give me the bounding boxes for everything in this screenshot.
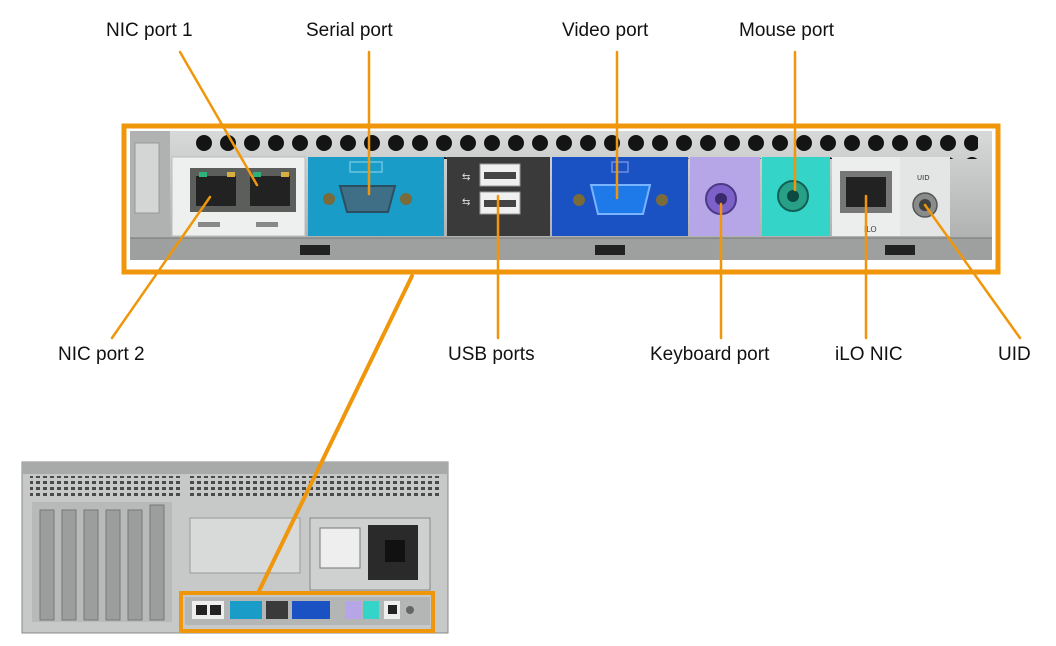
uid-marking: UID <box>917 174 930 182</box>
callout-frame-small <box>179 591 435 633</box>
nic-ports-block <box>171 156 306 237</box>
serial-port-block <box>308 157 444 236</box>
label-video-port: Video port <box>562 20 649 41</box>
label-uid: UID <box>998 344 1031 365</box>
callout-line-uid <box>923 203 1022 340</box>
server-rear-thumbnail <box>21 461 449 634</box>
nic-port-2-jack <box>196 176 236 206</box>
label-serial-port: Serial port <box>306 20 393 41</box>
keyboard-port-block <box>690 157 760 236</box>
label-keyboard-port: Keyboard port <box>650 344 770 365</box>
callout-line-nic-port-2 <box>110 195 212 340</box>
label-mouse-port: Mouse port <box>739 20 835 41</box>
svg-text:⇆: ⇆ <box>462 172 470 183</box>
label-usb-ports: USB ports <box>448 344 535 365</box>
video-port-block <box>552 157 688 236</box>
vent-holes <box>188 131 978 159</box>
ilo-marking: iLO <box>864 225 877 234</box>
svg-text:⇆: ⇆ <box>462 197 470 208</box>
enlarged-io-panel: ⇆ ⇆ iLO <box>121 123 1001 275</box>
thumbnail-io-strip <box>185 597 430 625</box>
label-nic-port-1: NIC port 1 <box>106 20 193 41</box>
uid-button-block: UID <box>900 157 950 236</box>
label-nic-port-2: NIC port 2 <box>58 344 145 365</box>
callout-lines <box>110 50 1022 595</box>
callout-line-zoom <box>256 274 414 595</box>
callout-line-nic-port-1 <box>178 50 259 187</box>
label-ilo-nic: iLO NIC <box>835 344 903 365</box>
callout-frame-large <box>121 123 1001 275</box>
nic-port-1-jack <box>250 176 290 206</box>
